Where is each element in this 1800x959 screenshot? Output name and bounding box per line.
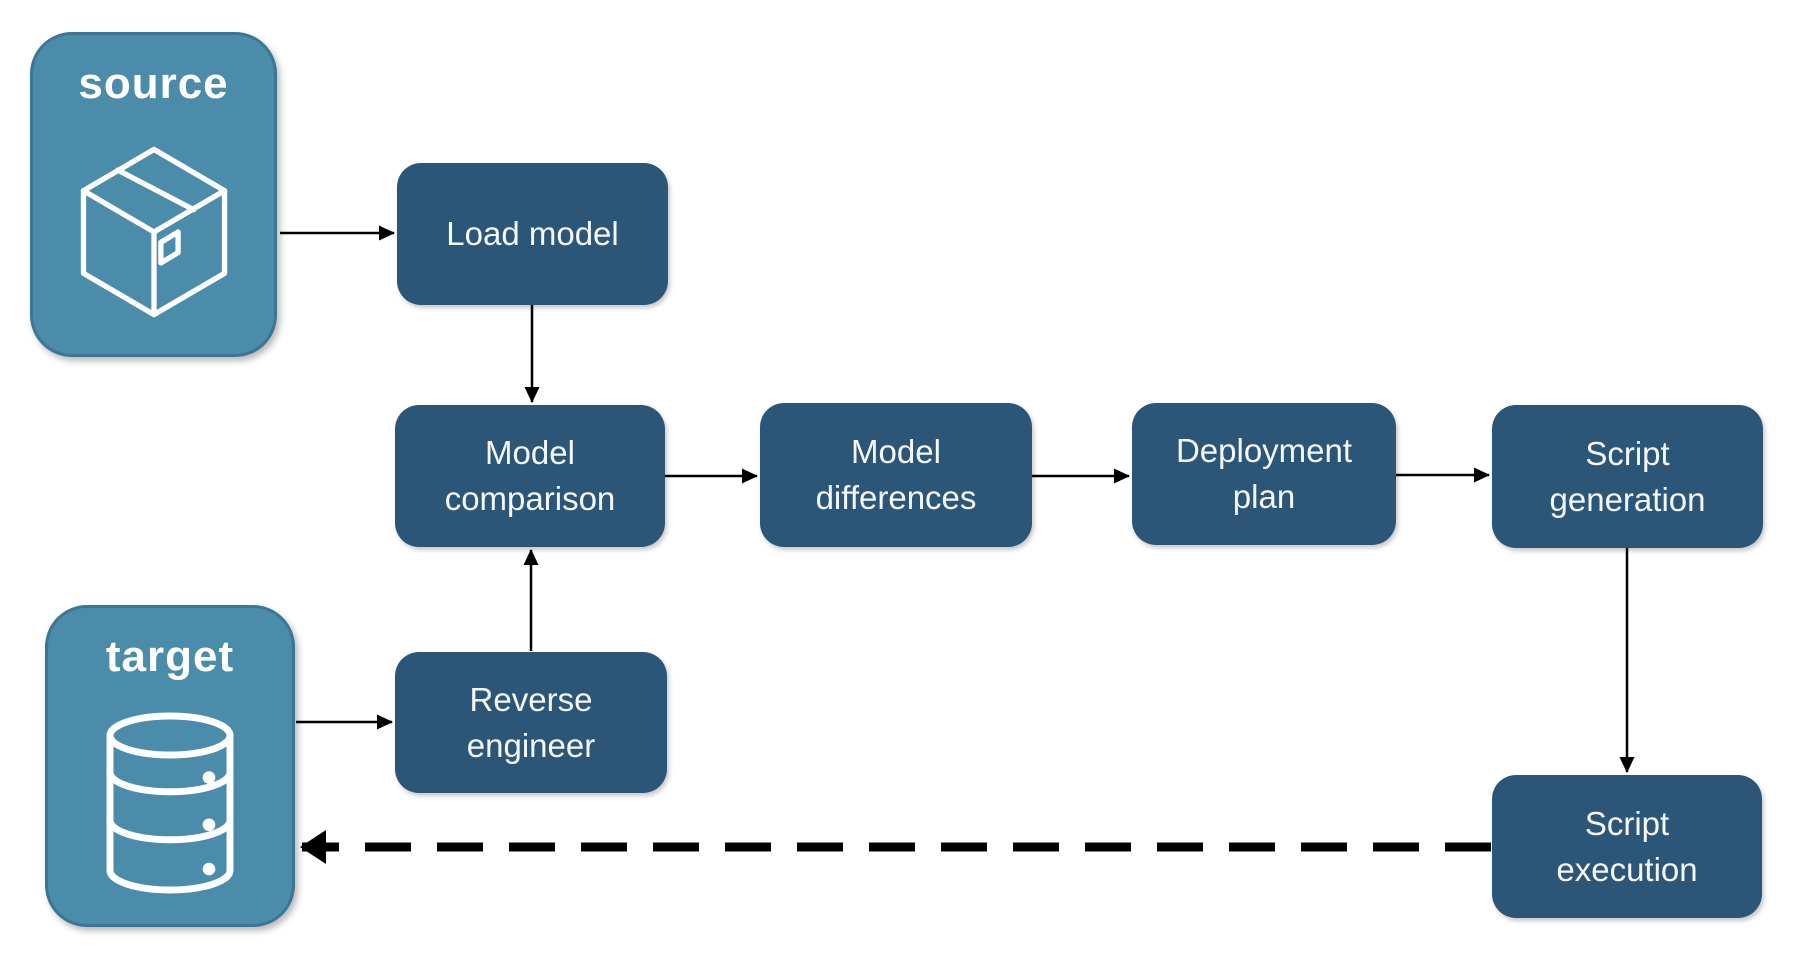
source-icon-wrap [33,109,274,354]
node-script-generation-label: Script generation [1549,434,1706,518]
target-icon-wrap [48,682,292,924]
node-load-model-label: Load model [446,215,619,253]
node-deployment-plan: Deployment plan [1132,403,1396,545]
node-script-execution: Script execution [1492,775,1762,918]
node-model-comparison-label: Model comparison [444,434,616,517]
node-model-differences-label: Model differences [815,433,977,516]
source-label: source [78,59,229,108]
node-script-generation: Script generation [1492,405,1763,548]
node-script-execution-label: Script execution [1556,804,1698,888]
target-label: target [105,632,235,681]
node-deployment-plan-label: Deployment plan [1175,432,1353,515]
node-reverse-engineer-label: Reverse engineer [466,680,596,764]
node-load-model: Load model [397,163,668,305]
target-node: target [45,605,295,927]
node-reverse-engineer: Reverse engineer [395,652,667,793]
source-node: source [30,32,277,357]
package-icon [80,146,227,317]
database-icon [106,712,234,894]
node-model-differences: Model differences [760,403,1032,547]
node-model-comparison: Model comparison [395,405,665,547]
